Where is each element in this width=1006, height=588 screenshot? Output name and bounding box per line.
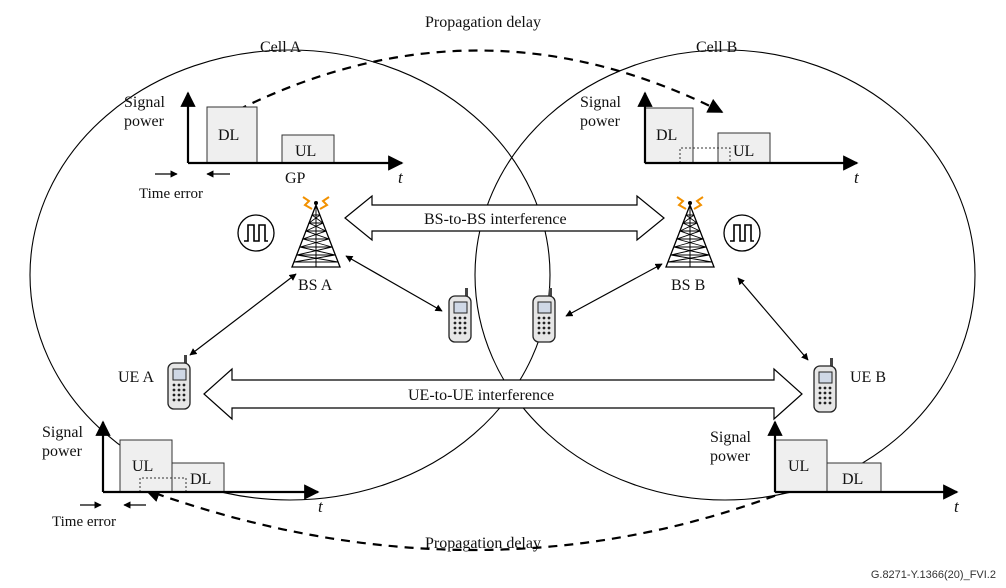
propagation-delay-top-arrow (238, 50, 722, 112)
ul-label: UL (132, 458, 153, 475)
mobile-phone-icon (449, 288, 471, 342)
ul-label: UL (295, 143, 316, 160)
dl-label: DL (656, 127, 677, 144)
base-station-tower-icon (666, 197, 714, 267)
bs-to-bs-interference-label: BS-to-BS interference (424, 211, 567, 228)
time-error-label: Time error (52, 514, 116, 530)
y-axis-label-line2: power (124, 113, 165, 130)
ue-to-ue-interference-arrow: UE-to-UE interference (204, 369, 802, 419)
signal-chart-top-right: Signal power DL UL t (580, 93, 860, 187)
y-axis-label-line2: power (710, 448, 751, 465)
signal-chart-bottom-right: Signal power UL DL t (710, 422, 960, 516)
mobile-phone-icon (533, 288, 555, 342)
y-axis-label-line2: power (580, 113, 621, 130)
time-error-label: Time error (139, 186, 203, 202)
propagation-delay-top-label: Propagation delay (425, 14, 541, 31)
signal-chart-bottom-left: Signal power UL DL t Time error (42, 422, 324, 530)
y-axis-label-line1: Signal (710, 429, 751, 446)
ue-to-ue-interference-label: UE-to-UE interference (408, 387, 554, 404)
x-axis-label: t (318, 497, 324, 516)
guard-period-label: GP (285, 170, 306, 187)
sync-pulse-icon (724, 215, 760, 251)
link-ue-bs-b (566, 264, 662, 316)
ul-label: UL (733, 143, 754, 160)
sync-pulse-icon (238, 215, 274, 251)
link-bs-b-ue-b (738, 278, 808, 360)
dl-label: DL (218, 127, 239, 144)
ue-a-label: UE A (118, 369, 154, 386)
link-bs-a-ue (346, 256, 442, 311)
dl-label: DL (842, 471, 863, 488)
bs-a-label: BS A (298, 277, 333, 294)
ue-b-label: UE B (850, 369, 886, 386)
cell-b-label: Cell B (696, 39, 737, 56)
signal-chart-top-left: Signal power DL UL GP t Time error (124, 93, 404, 202)
figure-id: G.8271-Y.1366(20)_FVI.2 (871, 569, 996, 581)
dl-label: DL (190, 471, 211, 488)
x-axis-label: t (854, 168, 860, 187)
y-axis-label-line1: Signal (42, 424, 83, 441)
cell-a-label: Cell A (260, 39, 302, 56)
y-axis-label-line1: Signal (124, 94, 165, 111)
y-axis-label-line2: power (42, 443, 83, 460)
y-axis-label-line1: Signal (580, 94, 621, 111)
x-axis-label: t (954, 497, 960, 516)
bs-b-label: BS B (671, 277, 705, 294)
x-axis-label: t (398, 168, 404, 187)
mobile-phone-icon (168, 355, 190, 409)
base-station-tower-icon (292, 197, 340, 267)
bs-to-bs-interference-arrow: BS-to-BS interference (345, 196, 664, 240)
ul-label: UL (788, 458, 809, 475)
mobile-phone-icon (814, 358, 836, 412)
link-ue-a-bs-a (190, 274, 296, 355)
cell-a-boundary (30, 50, 550, 500)
